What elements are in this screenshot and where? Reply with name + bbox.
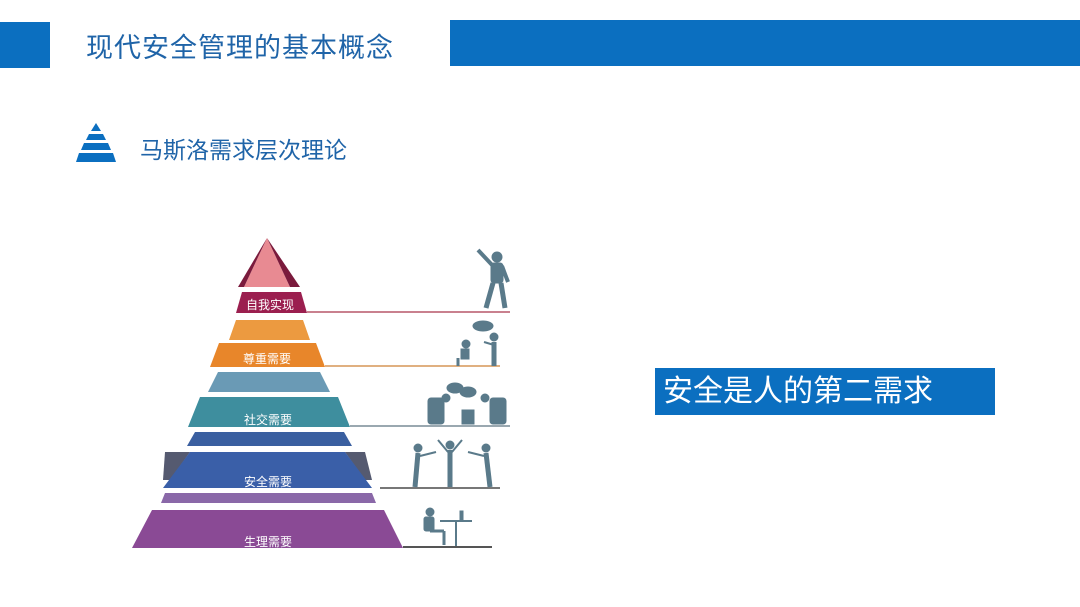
level-physiological	[132, 510, 403, 548]
level-label: 自我实现	[246, 297, 294, 312]
callout-box: 安全是人的第二需求	[655, 368, 995, 415]
level-label: 生理需要	[244, 535, 292, 549]
person-at-desk-icon	[423, 507, 472, 546]
people-arguing-icon	[412, 439, 493, 488]
maslow-pyramid: 自我实现 尊重需要 社交需要 安全需要 生理需要	[132, 238, 510, 549]
header-bar-right	[450, 20, 1080, 66]
level-social	[188, 397, 350, 427]
people-talking-icon	[456, 320, 499, 366]
header-bar-left	[0, 22, 50, 68]
person-figures	[412, 248, 510, 546]
person-cheering-icon	[476, 248, 510, 309]
level-self-actualization	[236, 292, 307, 313]
pyramid-icon	[76, 123, 116, 162]
level-label: 安全需要	[244, 474, 292, 489]
people-conversation-icon	[427, 382, 507, 425]
level-esteem	[210, 343, 325, 367]
section-title: 马斯洛需求层次理论	[140, 138, 347, 164]
level-label: 尊重需要	[243, 351, 291, 366]
level-label: 社交需要	[244, 412, 292, 427]
level-safety	[163, 452, 372, 488]
page-title: 现代安全管理的基本概念	[86, 33, 394, 64]
pyramid-apex	[244, 238, 290, 287]
